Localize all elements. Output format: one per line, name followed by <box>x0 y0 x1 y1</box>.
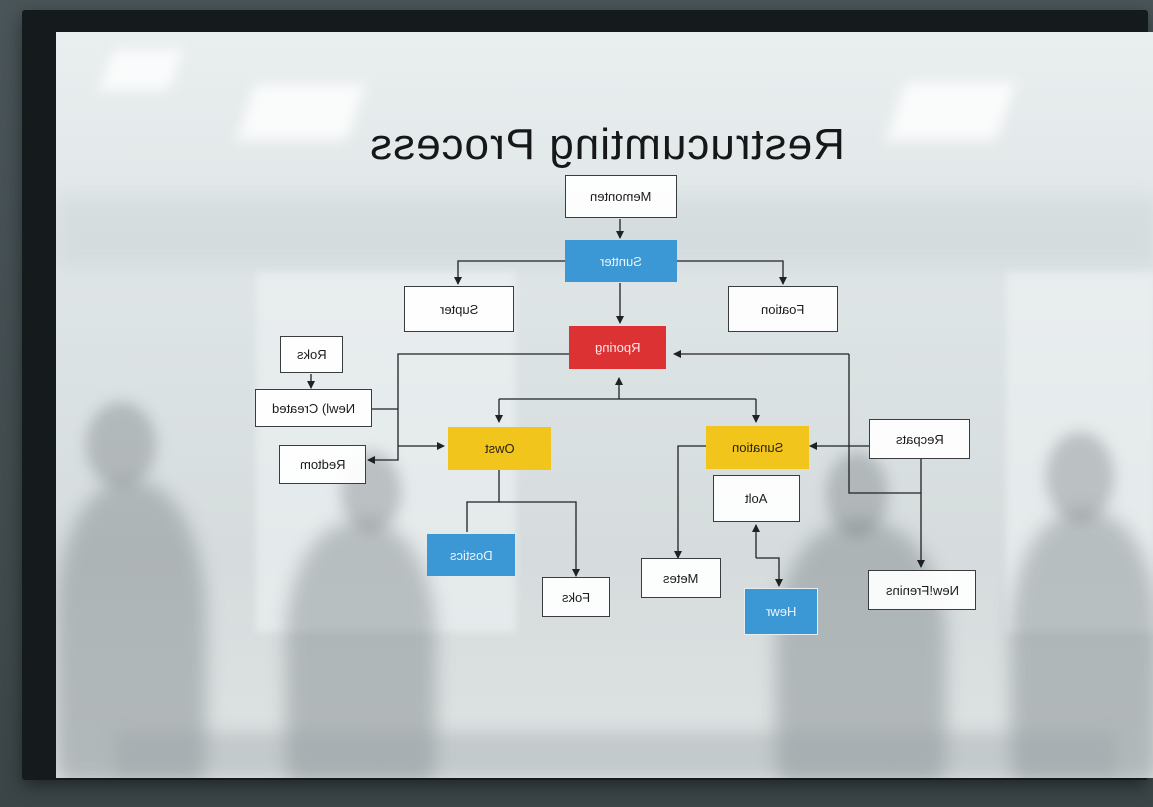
node-newl-created: Newl) Created <box>255 389 372 427</box>
node-sunation: Sunation <box>706 426 809 469</box>
node-supter: Supter <box>404 286 514 332</box>
node-foation: Foation <box>728 286 838 332</box>
connector-lines <box>307 219 925 587</box>
node-metes: Metes <box>641 558 721 598</box>
node-owst: Owst <box>448 427 551 470</box>
node-aolt: Aolt <box>713 475 800 522</box>
screen: Restrucumting Process <box>56 32 1153 778</box>
monitor-frame: Restrucumting Process <box>22 10 1153 780</box>
node-dostics: Dostics <box>427 534 515 576</box>
node-newfrenins: New!Frenins <box>868 570 976 610</box>
node-memonten: Memonten <box>565 175 677 218</box>
node-suntter: Suntter <box>565 240 677 282</box>
node-rporing: Rporing <box>569 326 666 369</box>
node-recpats: Recpats <box>869 419 970 459</box>
node-roks: Roks <box>280 336 343 373</box>
node-hewr: Hewr <box>744 588 818 635</box>
node-foks: Foks <box>542 577 610 617</box>
node-redtom: Redtom <box>279 445 366 484</box>
